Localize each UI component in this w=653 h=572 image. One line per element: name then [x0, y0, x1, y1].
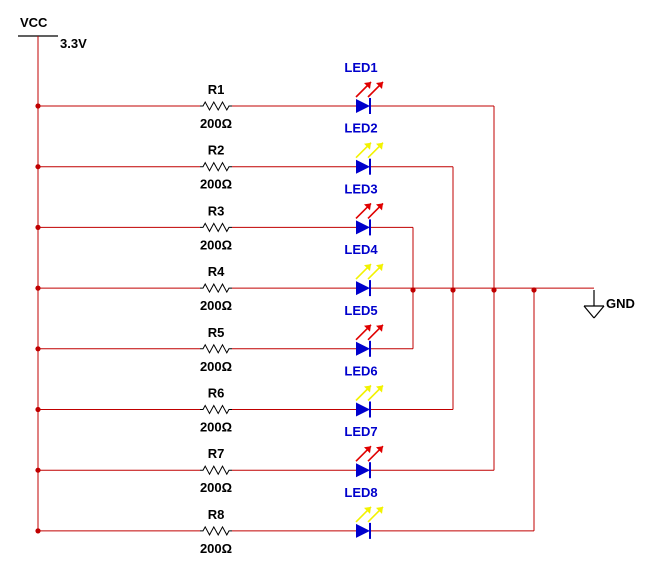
branch-3: R3 200Ω LED3 — [200, 181, 384, 252]
resistor-r5 — [200, 343, 232, 354]
led-diode-led1 — [356, 99, 370, 113]
branch-8: R8 200Ω LED8 — [200, 485, 384, 556]
resistor-r1 — [200, 100, 232, 112]
light-arrowhead-1 — [364, 142, 371, 150]
branch-4: R4 200Ω LED4 — [200, 242, 384, 313]
light-arrowhead-2 — [376, 203, 383, 211]
light-arrowhead-1 — [364, 385, 371, 393]
light-arrowhead-2 — [376, 264, 383, 272]
resistor-label: R7 — [208, 446, 225, 461]
led-label: LED4 — [344, 242, 378, 257]
led-label: LED6 — [344, 364, 377, 379]
branch-6: R6 200Ω LED6 — [200, 364, 384, 435]
light-arrowhead-1 — [364, 82, 371, 89]
resistor-label: R2 — [208, 143, 225, 158]
junction-gnd-534 — [531, 287, 537, 293]
light-arrowhead-2 — [376, 324, 383, 332]
resistor-r4 — [200, 283, 232, 294]
resistor-r8 — [200, 525, 232, 536]
resistor-r3 — [200, 222, 232, 233]
resistor-r6 — [200, 404, 232, 415]
junction-gnd-453 — [450, 287, 456, 293]
resistor-value: 200Ω — [200, 359, 232, 374]
resistor-value: 200Ω — [200, 177, 232, 192]
resistor-r2 — [200, 161, 232, 172]
gnd-label: GND — [606, 296, 635, 311]
vcc-voltage: 3.3V — [60, 36, 87, 51]
light-arrowhead-2 — [376, 385, 383, 393]
led-label: LED1 — [344, 60, 377, 75]
gnd-symbol: GND — [583, 290, 635, 319]
resistor-r7 — [200, 465, 232, 476]
junction-gnd-494 — [491, 287, 497, 293]
light-arrowhead-1 — [364, 506, 371, 514]
resistor-value: 200Ω — [200, 116, 232, 131]
light-arrowhead-1 — [364, 264, 371, 272]
led-diode-led4 — [356, 281, 370, 296]
light-arrowhead-2 — [376, 446, 383, 454]
light-arrowhead-2 — [376, 506, 383, 514]
resistor-value: 200Ω — [200, 237, 232, 252]
branch-1: R1 200Ω LED1 — [200, 60, 384, 131]
light-arrowhead-1 — [364, 203, 371, 211]
vcc-symbol: VCC 3.3V — [18, 15, 87, 51]
led-diode-led5 — [356, 341, 370, 356]
light-arrowhead-2 — [376, 142, 383, 150]
led-label: LED7 — [344, 424, 377, 439]
led-label: LED8 — [344, 485, 377, 500]
led-diode-led7 — [356, 463, 370, 478]
led-label: LED5 — [344, 303, 377, 318]
branch-7: R7 200Ω LED7 — [200, 424, 384, 495]
led-label: LED3 — [344, 181, 377, 196]
light-arrowhead-1 — [364, 446, 371, 454]
led-label: LED2 — [344, 121, 377, 136]
resistor-value: 200Ω — [200, 480, 232, 495]
junction-gnd-413 — [410, 287, 416, 293]
resistor-value: 200Ω — [200, 298, 232, 313]
branch-2: R2 200Ω LED2 — [200, 121, 384, 192]
resistor-value: 200Ω — [200, 541, 232, 556]
resistor-label: R4 — [208, 264, 225, 279]
led-diode-led2 — [356, 159, 370, 174]
resistor-label: R1 — [208, 82, 225, 97]
vcc-label: VCC — [20, 15, 48, 30]
light-arrowhead-1 — [364, 324, 371, 332]
resistor-value: 200Ω — [200, 420, 232, 435]
led-diode-led3 — [356, 220, 370, 235]
resistor-label: R6 — [208, 386, 225, 401]
branch-5: R5 200Ω LED5 — [200, 303, 384, 374]
resistor-label: R5 — [208, 325, 225, 340]
resistor-label: R3 — [208, 203, 225, 218]
light-arrowhead-2 — [376, 82, 383, 89]
led-diode-led8 — [356, 523, 370, 538]
led-diode-led6 — [356, 402, 370, 417]
wires — [35, 48, 594, 534]
resistor-label: R8 — [208, 507, 225, 522]
